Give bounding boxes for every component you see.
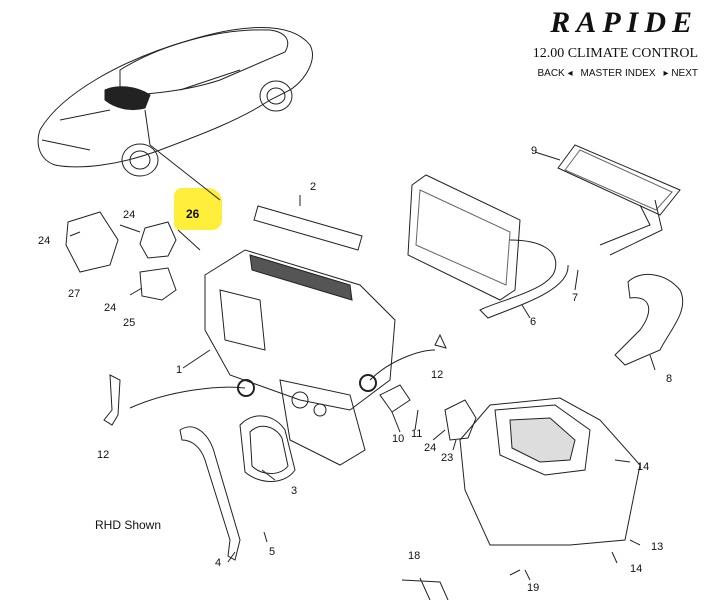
callout-18: 18: [408, 550, 421, 562]
back-link[interactable]: BACK ◂: [537, 68, 573, 79]
callout-5: 5: [269, 546, 276, 558]
callout-3: 3: [291, 485, 298, 497]
callout-1: 1: [176, 364, 183, 376]
callout-14-lower: 14: [630, 563, 643, 575]
brand-logo: RAPIDE: [550, 6, 698, 39]
master-index-link[interactable]: MASTER INDEX: [580, 68, 656, 79]
callout-9: 9: [531, 145, 538, 157]
callout-8: 8: [666, 373, 673, 385]
callout-25: 25: [123, 317, 136, 329]
rhd-note: RHD Shown: [95, 518, 162, 532]
callout-24-right: 24: [424, 442, 437, 454]
callout-24-left: 24: [38, 235, 51, 247]
callout-12-right: 12: [431, 369, 444, 381]
callout-4: 4: [215, 557, 222, 569]
callout-2: 2: [310, 181, 317, 193]
callout-23: 23: [441, 452, 454, 464]
callout-24-mid: 24: [104, 302, 117, 314]
callout-6: 6: [530, 316, 537, 328]
callout-24-top: 24: [123, 209, 136, 221]
callout-11: 11: [411, 428, 423, 440]
navigation-bar: BACK ◂ MASTER INDEX ▸ NEXT: [537, 68, 698, 79]
callout-19: 19: [527, 582, 540, 594]
callout-27: 27: [68, 288, 81, 300]
callout-7: 7: [572, 292, 579, 304]
callout-10: 10: [392, 433, 405, 445]
car-outline: [37, 27, 313, 177]
next-link[interactable]: ▸ NEXT: [663, 68, 698, 79]
callout-26: 26: [186, 207, 200, 221]
callout-14-upper: 14: [637, 461, 650, 473]
callout-13: 13: [651, 541, 664, 553]
section-title: 12.00 CLIMATE CONTROL: [532, 46, 698, 61]
callout-12-left: 12: [97, 449, 110, 461]
